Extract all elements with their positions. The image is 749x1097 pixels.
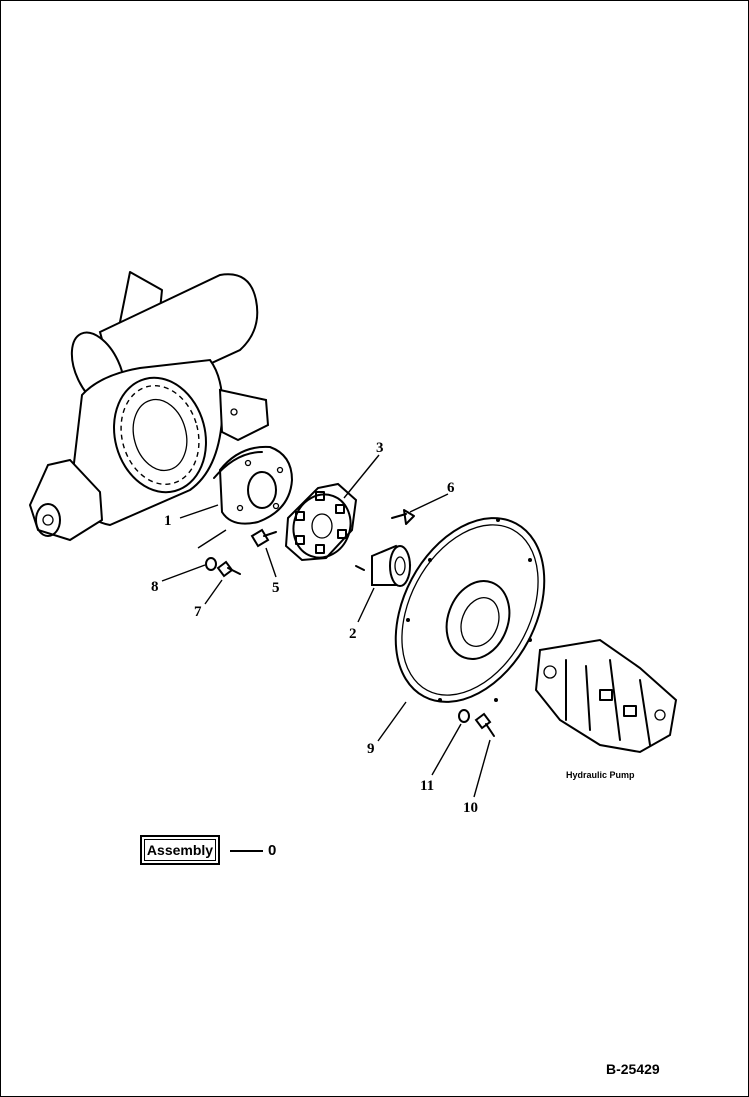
assembly-leader-line	[230, 850, 263, 852]
part-5-bolt	[250, 528, 277, 548]
hydraulic-pump	[534, 638, 678, 754]
callout-11: 11	[420, 778, 434, 794]
assembly-number: 0	[268, 842, 277, 859]
callout-1: 1	[164, 513, 172, 529]
drawing-id: B-25429	[606, 1061, 660, 1077]
part-10-bolt	[474, 712, 495, 737]
callout-8: 8	[151, 579, 159, 595]
callout-7: 7	[194, 604, 202, 620]
callout-6: 6	[447, 480, 455, 496]
assembly-label: Assembly	[146, 842, 214, 858]
part-1-adapter-plate	[213, 445, 294, 525]
hydraulic-pump-caption: Hydraulic Pump	[566, 770, 635, 780]
part-6-screw	[391, 509, 415, 525]
part-8-washer	[205, 557, 217, 571]
callout-10: 10	[463, 800, 478, 816]
callout-2: 2	[349, 626, 357, 642]
leader-lines	[161, 454, 491, 798]
callout-3: 3	[376, 440, 384, 456]
engine-housing	[28, 271, 270, 542]
part-2-hub	[355, 544, 412, 587]
part-7-bolt	[216, 560, 241, 578]
part-9-flywheel-plate	[394, 517, 546, 703]
part-3-coupling-element	[284, 482, 358, 562]
part-11-washer	[458, 709, 470, 723]
assembly-label-box: Assembly	[140, 835, 220, 865]
callout-9: 9	[367, 741, 375, 757]
callout-5: 5	[272, 580, 280, 596]
